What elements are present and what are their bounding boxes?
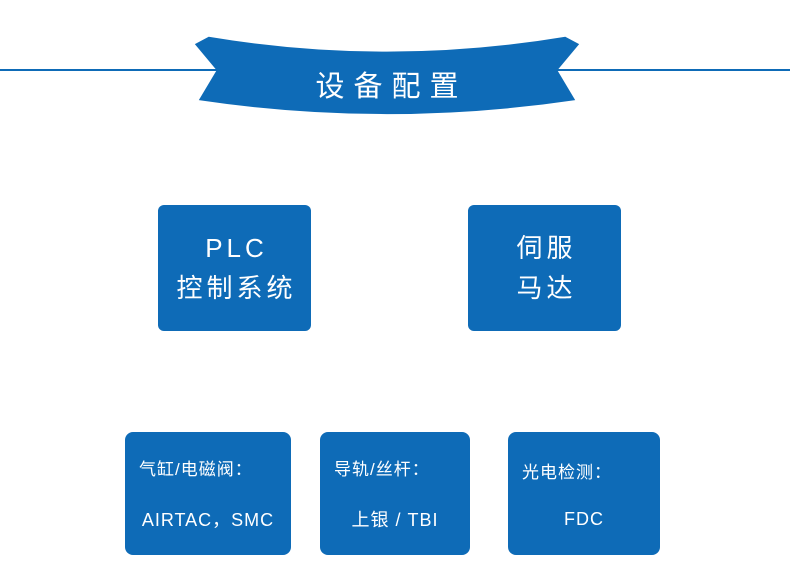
card-plc-control-system: PLC 控制系统: [158, 205, 311, 331]
spec-value-photoelectric: FDC: [564, 508, 604, 529]
card-photoelectric-detection: 光电检测： FDC: [508, 432, 660, 555]
card-plc-line1: PLC: [205, 233, 268, 263]
card-servo-motor: 伺服 马达: [468, 205, 621, 331]
card-cylinder-solenoid-valve: 气缸/电磁阀： AIRTAC，SMC: [125, 432, 291, 555]
banner-ribbon: 设备配置: [179, 33, 595, 115]
spec-value-cylinder: AIRTAC，SMC: [141, 510, 275, 530]
card-guide-rail-screw: 导轨/丝杆： 上银 / TBI: [320, 432, 470, 555]
spec-label-guide-rail: 导轨/丝杆：: [334, 460, 430, 479]
spec-label-cylinder: 气缸/电磁阀：: [139, 460, 253, 479]
ribbon-shape: [194, 36, 580, 115]
card-servo-line1: 伺服: [516, 233, 577, 263]
spec-label-photoelectric: 光电检测：: [522, 462, 612, 482]
card-servo-line2: 马达: [516, 273, 577, 303]
banner-title: 设备配置: [315, 71, 468, 103]
ribbon-shape-svg: [194, 36, 580, 115]
spec-value-guide-rail: 上银 / TBI: [351, 510, 439, 530]
card-plc-line2: 控制系统: [176, 273, 297, 303]
